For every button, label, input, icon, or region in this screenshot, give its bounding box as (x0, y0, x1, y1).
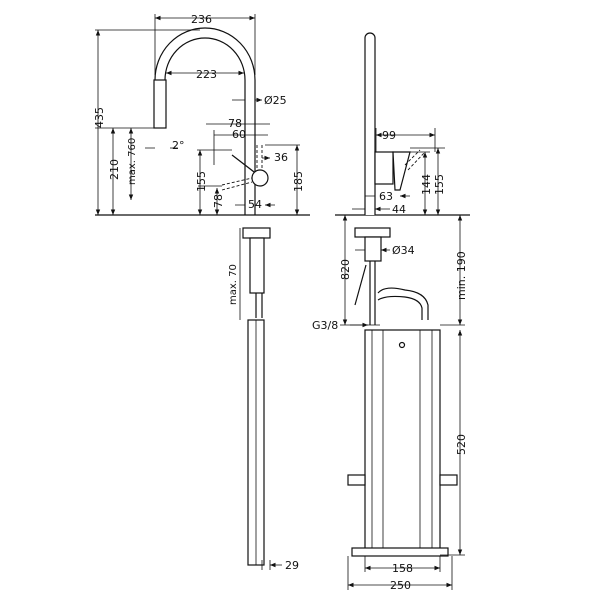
dim-820: 820 (339, 259, 352, 280)
lever (231, 154, 259, 176)
right-view-dimensions: 99 144 155 63 44 Ø34 820 min. 190 G3/8 5… (312, 128, 468, 592)
dim-78-low: 78 (212, 194, 225, 208)
right-view-faucet (335, 32, 470, 557)
hoses (255, 293, 263, 318)
handle-lever (392, 151, 411, 191)
flange (242, 227, 271, 239)
dim-angle: 2° (172, 139, 185, 152)
dim-max-70: max. 70 (228, 264, 239, 305)
left-view-dimensions: 236 223 435 210 max. 760 2° Ø25 78 60 36… (93, 13, 305, 572)
flange-right (354, 227, 391, 238)
spout-arc (154, 27, 256, 215)
dim-185: 185 (292, 171, 305, 192)
handle-box (374, 151, 394, 185)
dim-54: 54 (248, 198, 262, 211)
faucet-body-side (364, 32, 376, 215)
dim-144: 144 (420, 174, 433, 195)
dim-min-190: min. 190 (455, 251, 468, 300)
shank-right (364, 236, 382, 262)
dim-236: 236 (191, 13, 212, 26)
dim-78-top: 78 (228, 117, 242, 130)
lever-alt-position (221, 145, 263, 191)
dim-max-760: max. 760 (127, 138, 138, 185)
dim-210: 210 (108, 159, 121, 180)
dim-diameter-25: Ø25 (264, 94, 287, 107)
hoses-right (354, 261, 376, 325)
dim-44: 44 (392, 203, 406, 216)
dim-250: 250 (390, 579, 411, 592)
dim-29: 29 (285, 559, 299, 572)
dim-diameter-34: Ø34 (392, 244, 415, 257)
supply-pipe (377, 287, 429, 320)
dim-158: 158 (392, 562, 413, 575)
dim-63: 63 (379, 190, 393, 203)
box-base (351, 547, 449, 557)
dim-520: 520 (455, 434, 468, 455)
dim-155: 155 (195, 171, 208, 192)
dim-223: 223 (196, 68, 217, 81)
left-view-faucet (95, 27, 310, 566)
dim-435: 435 (93, 107, 106, 128)
shank (249, 237, 265, 294)
lever-hub (251, 169, 269, 187)
dim-60: 60 (232, 128, 246, 141)
label-g38: G3/8 (312, 319, 338, 332)
mounting-box (364, 329, 441, 551)
pull-out-head (153, 79, 167, 129)
dim-36: 36 (274, 151, 288, 164)
dim-99: 99 (382, 129, 396, 142)
dim-155-right: 155 (433, 174, 446, 195)
